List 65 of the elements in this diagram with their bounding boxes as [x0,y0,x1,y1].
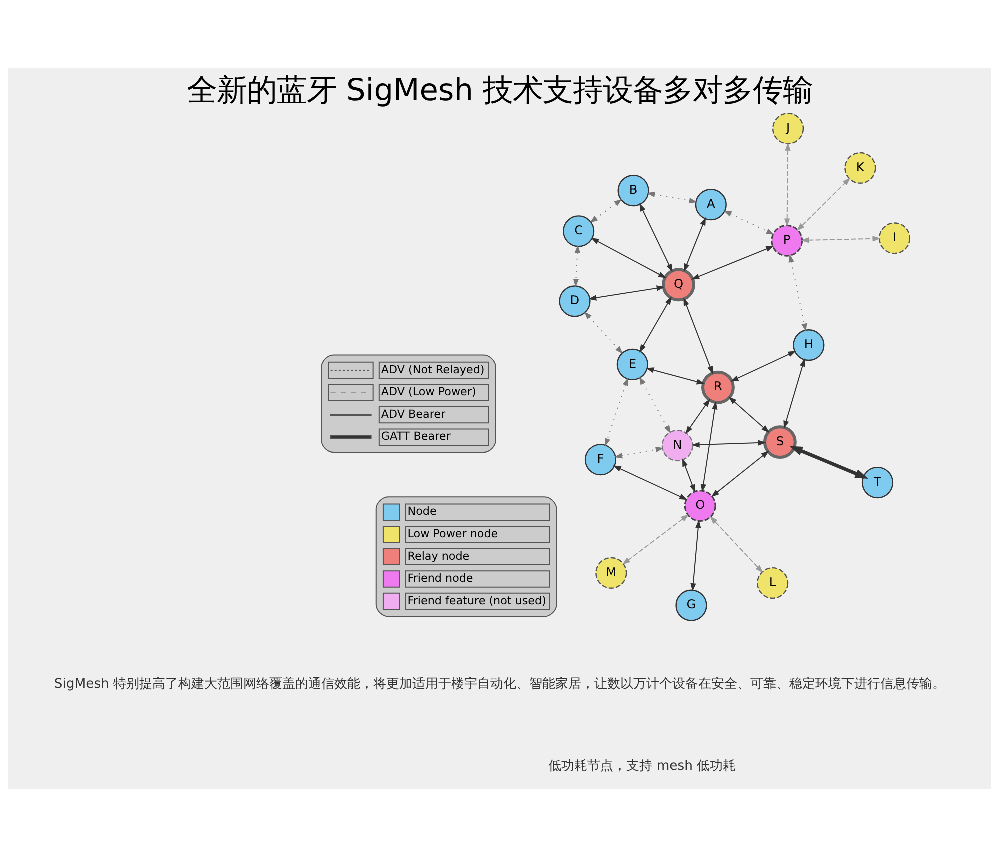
node-circle: G [676,589,708,621]
arrow [573,244,580,287]
node-circle: R [702,370,735,404]
label: 低功耗节点，支持 mesh 低功耗 [548,758,736,774]
arrow [605,377,628,446]
arrow [692,440,766,448]
arrow [724,210,775,234]
node-circle: N [662,429,694,462]
node-circle: J [772,112,804,144]
legend-label: Friend node [408,572,474,585]
node-circle: H [793,328,825,361]
legend-label: ADV (Low Power) [381,385,476,398]
arrow [613,465,688,500]
arrow [796,177,851,231]
arrow [800,236,881,243]
node-circle: L [757,566,789,599]
node-circle: O [684,490,716,522]
node-circle: T [862,466,894,498]
node-circle: P [771,224,804,256]
arrow [788,254,808,332]
legend-label: Friend feature (not used) [408,594,546,607]
legend-label: ADV Bearer [381,407,446,420]
arrow [640,202,673,272]
arrow [647,191,698,204]
legend-label: Relay node [408,549,470,562]
arrow [622,514,690,564]
diagram-title: 全新的蓝牙 SigMesh 技术支持设备多对多传输 [186,72,814,108]
arrow [590,198,622,223]
legend-label: ADV (Not Relayed) [381,362,485,376]
arrow [690,520,702,592]
arrow [711,450,770,497]
node-circle: K [844,152,876,184]
node-circle: M [596,556,628,588]
arrow [692,246,774,280]
arrow [790,446,869,478]
label: SigMesh 特别提高了构建大范围网络覆盖的通信效能，将更加适用于楼宇自动化、智能家居，让数以万计个设备在安全、可靠、稳定环境下进行信息传输。 [54,676,946,692]
node-circle: B [618,174,650,206]
arrow [728,396,770,433]
arrow [614,446,664,458]
node-circle: E [616,348,648,380]
node-circle: Q [662,268,696,302]
arrow [684,297,714,374]
legend-label: Node [408,504,437,518]
legend-label: GATT Bearer [381,430,451,443]
arrow [591,237,667,278]
node-circle: A [695,188,727,220]
node-circle: C [563,215,595,247]
node-circle: I [878,222,911,254]
node-circle: D [559,285,591,317]
arrow [584,311,624,354]
arrow [684,217,706,272]
arrow [784,358,806,429]
legend-label: Low Power node [408,526,498,540]
node-circle: F [584,444,617,476]
arrow [730,350,796,382]
arrow [639,376,671,434]
arrow [588,285,665,300]
node-circle: S [763,425,797,459]
arrow [686,398,710,434]
arrow [710,516,764,573]
arrow [682,458,696,492]
arrow [640,296,672,352]
arrow [700,401,718,492]
arrow [646,367,705,384]
arrow [784,142,791,226]
